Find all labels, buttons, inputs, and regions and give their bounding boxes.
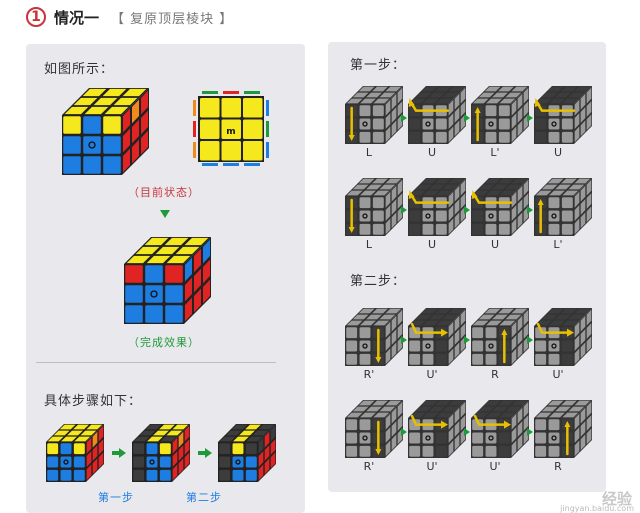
move-cube <box>345 400 403 458</box>
cube-step-two <box>218 424 276 482</box>
watermark: 经验 <box>601 490 632 508</box>
cube-current-state <box>62 88 149 175</box>
move-label: L' <box>490 146 500 159</box>
cube-top-view: m <box>193 91 269 166</box>
move-label: L' <box>553 238 563 251</box>
move-label: U' <box>426 368 438 381</box>
move-cube <box>534 178 592 236</box>
move-label: U <box>553 146 563 159</box>
move-cube <box>408 308 466 366</box>
move-label: R <box>491 368 499 381</box>
green-arrow-icon <box>527 428 533 436</box>
step2-caption: 第二步 <box>186 491 222 504</box>
green-arrow-icon <box>401 428 407 436</box>
move-cube <box>534 308 592 366</box>
move-cube <box>345 178 403 236</box>
green-arrow-icon <box>401 336 407 344</box>
move-label: R' <box>363 368 375 381</box>
green-arrow-icon <box>464 336 470 344</box>
move-cube <box>534 86 592 144</box>
move-label: L <box>365 238 373 251</box>
watermark-url: jingyan.baidu.com <box>560 504 634 513</box>
green-arrow-icon <box>527 114 533 122</box>
move-cube <box>534 400 592 458</box>
move-label: L <box>365 146 373 159</box>
green-arrow-icon <box>464 206 470 214</box>
move-cube <box>408 178 466 236</box>
step1-caption: 第一步 <box>98 491 134 504</box>
move-cube <box>345 86 403 144</box>
result-caption: （完成效果） <box>128 336 200 349</box>
move-label: U <box>427 146 437 159</box>
step2-heading: 第二步： <box>350 274 407 289</box>
section-header: 1 情况一 【 复原顶层棱块 】 <box>26 4 233 30</box>
section-title: 情况一 <box>54 8 100 27</box>
move-cube <box>345 308 403 366</box>
green-arrow-icon <box>527 336 533 344</box>
move-cube <box>408 400 466 458</box>
move-label: U <box>427 238 437 251</box>
steps-heading: 具体步骤如下： <box>44 394 143 409</box>
current-state-caption: （目前状态） <box>128 186 200 199</box>
cube-result <box>124 237 211 324</box>
move-cube <box>471 178 529 236</box>
down-arrow-icon <box>160 210 170 218</box>
move-label: U <box>490 238 500 251</box>
cube-step-start <box>46 424 104 482</box>
move-label: R' <box>363 460 375 473</box>
move-cube <box>471 86 529 144</box>
section-number: 1 <box>26 7 46 27</box>
move-label: U' <box>552 368 564 381</box>
move-label: R <box>554 460 562 473</box>
section-subtitle: 【 复原顶层棱块 】 <box>111 11 234 27</box>
green-arrow-icon <box>464 114 470 122</box>
move-cube <box>471 400 529 458</box>
move-label: U' <box>489 460 501 473</box>
right-arrow-icon <box>198 448 212 458</box>
right-arrow-icon <box>112 448 126 458</box>
move-label: U' <box>426 460 438 473</box>
intro-text: 如图所示： <box>44 62 115 77</box>
cube-step-one <box>132 424 190 482</box>
green-arrow-icon <box>401 114 407 122</box>
step1-heading: 第一步： <box>350 58 407 73</box>
move-cube <box>408 86 466 144</box>
green-arrow-icon <box>401 206 407 214</box>
divider <box>36 362 276 363</box>
green-arrow-icon <box>464 428 470 436</box>
svg-text:m: m <box>226 127 235 137</box>
move-cube <box>471 308 529 366</box>
green-arrow-icon <box>527 206 533 214</box>
